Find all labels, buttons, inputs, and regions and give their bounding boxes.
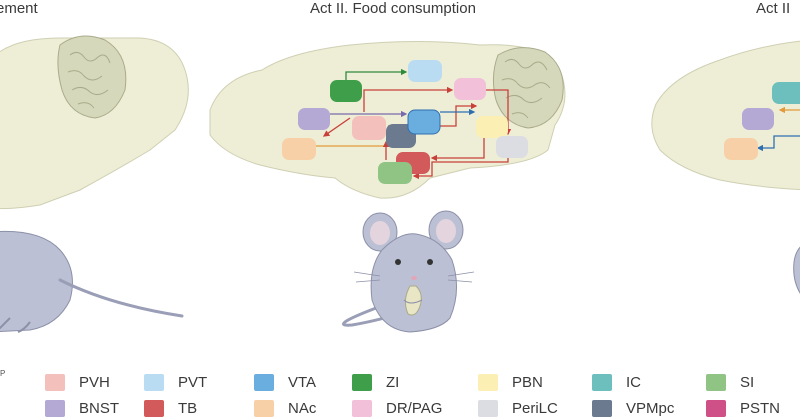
left-panel	[0, 35, 189, 333]
legend-item-si: SI	[706, 372, 754, 392]
swatch-ic	[592, 373, 612, 391]
swatch-pvh	[45, 373, 65, 391]
mouse-left-foot	[0, 317, 31, 333]
legend-item-ic: IC	[592, 372, 641, 392]
node-bnst	[298, 108, 330, 130]
legend-label-pvt: PVT	[178, 373, 208, 391]
node-si	[378, 162, 412, 184]
node-drpag	[454, 78, 486, 100]
brain-left	[0, 37, 189, 210]
legend-item-tb: TB	[144, 398, 197, 418]
legend-label-drpag: DR/PAG	[386, 399, 443, 417]
swatch-tb	[144, 399, 164, 417]
swatch-perilc	[478, 399, 498, 417]
mouse-center-tail	[342, 306, 394, 327]
swatch-vta	[254, 373, 274, 391]
node-pbn	[476, 116, 508, 138]
mouse-center-food	[404, 285, 422, 316]
act-title-center: Act II. Food consumption	[310, 0, 476, 17]
arrow-pbn-tb	[430, 138, 485, 162]
legend-label-vpmpc: VPMpc	[626, 399, 675, 417]
cerebellum-left	[57, 35, 127, 119]
node-right-nac	[724, 138, 758, 160]
node-right-bnst	[742, 108, 774, 130]
legend-label-pstn: PSTN	[740, 399, 781, 417]
mouse-center-body	[370, 233, 457, 333]
swatch-vpmpc	[592, 399, 612, 417]
mouse-right-partial	[793, 246, 800, 294]
swatch-pbn	[478, 373, 498, 391]
legend-item-perilc: PeriLC	[478, 398, 558, 418]
legend-label-vta: VTA	[288, 373, 317, 391]
swatch-drpag	[352, 399, 372, 417]
legend-label-zi: ZI	[386, 373, 400, 391]
swatch-pstn	[706, 399, 726, 417]
node-pvh	[352, 116, 386, 140]
legend-item-pstn: PSTN	[706, 398, 780, 418]
arrow-pvh-drpag	[363, 86, 454, 112]
legend-label-bnst: BNST	[79, 399, 120, 417]
act-title-left: ement	[0, 0, 38, 17]
swatch-nac	[254, 399, 274, 417]
brain-right	[651, 40, 800, 191]
node-periLC	[496, 136, 528, 158]
center-panel	[209, 41, 566, 333]
legend-label-si: SI	[740, 373, 755, 391]
legend-label-ic: IC	[626, 373, 641, 391]
swatch-si	[706, 373, 726, 391]
legend-item-pbn: PBN	[478, 372, 543, 392]
corner-mark: P	[0, 369, 6, 378]
node-zi	[330, 80, 362, 102]
swatch-pvt	[144, 373, 164, 391]
swatch-bnst	[45, 399, 65, 417]
node-vta	[407, 109, 441, 135]
legend-label-nac: NAc	[288, 399, 317, 417]
node-nac	[282, 138, 316, 160]
arrow-right-nac	[756, 135, 800, 152]
legend-item-zi: ZI	[352, 372, 399, 392]
legend-label-perilc: PeriLC	[512, 399, 558, 417]
mouse-left-tail	[58, 278, 184, 318]
legend-item-drpag: DR/PAG	[352, 398, 442, 418]
legend-item-bnst: BNST	[45, 398, 119, 418]
arrow-drpag-periLC	[486, 89, 512, 136]
legend-label-tb: TB	[178, 399, 198, 417]
legend-item-nac: NAc	[254, 398, 316, 418]
arrow-pvh-nac	[322, 117, 351, 137]
legend-item-pvt: PVT	[144, 372, 207, 392]
legend-label-pvh: PVH	[79, 373, 110, 391]
legend-item-pvh: PVH	[45, 372, 110, 392]
arrow-zi-pvt	[345, 68, 408, 80]
cerebellum-center	[492, 47, 564, 129]
swatch-zi	[352, 373, 372, 391]
act-title-right: Act II	[756, 0, 791, 17]
mouse-left-body	[0, 230, 73, 333]
legend-item-vta: VTA	[254, 372, 316, 392]
legend-label-pbn: PBN	[512, 373, 543, 391]
right-panel	[651, 40, 800, 294]
node-right-ic	[772, 82, 800, 104]
node-pvt	[408, 60, 442, 82]
mouse-center	[342, 210, 475, 333]
legend-item-vpmpc: VPMpc	[592, 398, 674, 418]
